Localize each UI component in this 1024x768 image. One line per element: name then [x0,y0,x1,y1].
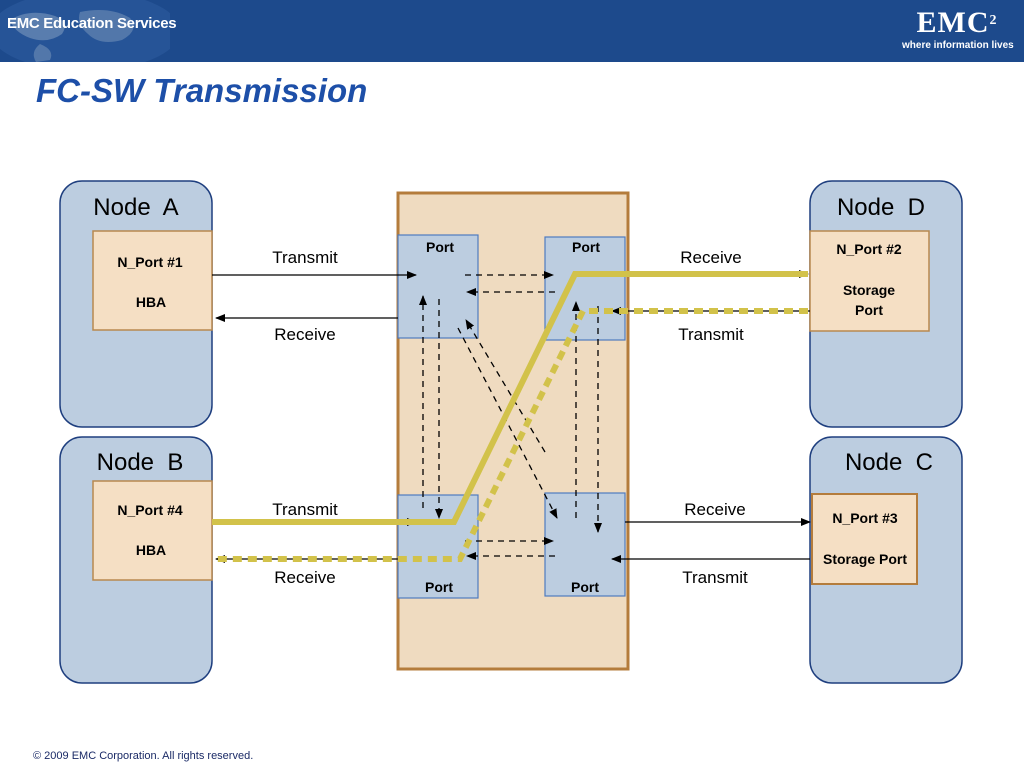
n-port-2-label: N_Port #2 [836,241,902,257]
internal-path-tl-diag-to-br [457,327,558,519]
n-port-1-type: HBA [136,294,166,310]
logo-superscript: 2 [989,13,998,28]
switch-port-top-right [544,236,626,341]
education-services-label: EMC Education Services [7,15,177,32]
n-port-2-type-line1: Storage [843,282,895,298]
header-banner: EMC Education Services EMC2 where inform… [0,0,1024,62]
node-c-label: Node C [845,449,933,476]
n-port-4-type: HBA [136,542,166,558]
internal-path-tr-diag-to-bl [465,319,546,453]
slide-title: FC-SW Transmission [36,72,368,109]
link-c-receive-label: Receive [684,500,745,519]
node-b-label: Node B [97,449,184,476]
n-port-3-type: Storage Port [823,551,907,567]
n-port-4-label: N_Port #4 [117,502,183,518]
link-b-receive-label: Receive [274,568,335,587]
n-port-1-box [92,230,213,331]
logo-tagline: where information lives [902,40,1014,51]
world-map-graphic [0,0,170,62]
switch-port-top-left-label: Port [426,239,454,255]
switch-port-bottom-left-label: Port [425,579,453,595]
switch-port-bottom-right-label: Port [571,579,599,595]
n-port-3-box [811,493,918,585]
switch-port-top-left [397,234,479,339]
node-a-label: Node A [93,194,178,221]
link-a-receive-label: Receive [274,325,335,344]
switch-port-top-right-label: Port [572,239,600,255]
n-port-1-label: N_Port #1 [117,254,183,270]
frame-path-dotted-d-to-b [215,308,808,562]
link-b-transmit-label: Transmit [272,500,338,519]
n-port-2-type-line2: Port [855,302,883,318]
emc-logo: EMC2 where information lives [902,6,1014,54]
logo-text: EMC [916,6,990,39]
node-d-label: Node D [837,194,925,221]
link-d-transmit-label: Transmit [678,325,744,344]
n-port-3-label: N_Port #3 [832,510,898,526]
switch-port-bottom-right [544,492,626,597]
internal-switch-paths [419,271,602,560]
n-port-2-box [809,230,930,332]
frame-path-solid-b-to-d [212,271,808,525]
n-port-4-box [92,480,213,581]
link-a-transmit-label: Transmit [272,248,338,267]
link-d-receive-label: Receive [680,248,741,267]
copyright-footer: © 2009 EMC Corporation. All rights reser… [33,750,254,762]
link-c-transmit-label: Transmit [682,568,748,587]
